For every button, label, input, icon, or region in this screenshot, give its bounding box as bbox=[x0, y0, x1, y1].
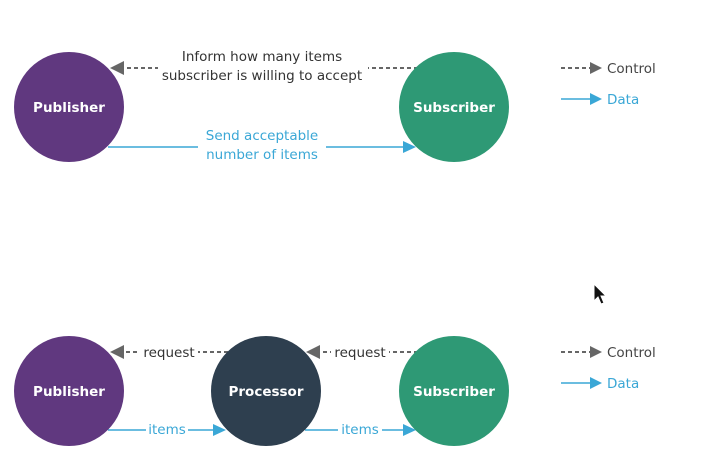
bottom-items-right-bg bbox=[338, 420, 382, 439]
bottom-subscriber-node bbox=[399, 336, 509, 446]
bottom-legend-data-arrowhead bbox=[590, 377, 602, 389]
top-control-arrowhead bbox=[110, 61, 124, 75]
bottom-items-left-bg bbox=[146, 420, 188, 439]
top-publisher-label: Publisher bbox=[33, 100, 105, 116]
top-data-text-line2: number of items bbox=[206, 147, 318, 163]
bottom-request-left-bg bbox=[140, 342, 198, 361]
bottom-items-right-arrowhead bbox=[403, 424, 416, 436]
top-diagram: Inform how many items subscriber is will… bbox=[14, 44, 509, 166]
bottom-items-right-label: items bbox=[341, 422, 379, 438]
top-legend-data-label: Data bbox=[607, 92, 639, 108]
bottom-request-right-bg bbox=[331, 342, 389, 361]
top-subscriber-label: Subscriber bbox=[413, 100, 495, 116]
top-legend: Control Data bbox=[561, 61, 656, 108]
bottom-legend-control-arrowhead bbox=[590, 346, 602, 358]
top-control-label-bg bbox=[158, 44, 368, 86]
top-subscriber-node bbox=[399, 52, 509, 162]
mouse-pointer-icon bbox=[593, 282, 608, 305]
bottom-items-left-label: items bbox=[148, 422, 186, 438]
top-legend-control-label: Control bbox=[607, 61, 656, 77]
top-legend-control-arrowhead bbox=[590, 62, 602, 74]
bottom-processor-node bbox=[211, 336, 321, 446]
bottom-request-right-arrowhead bbox=[306, 345, 320, 359]
top-legend-data-arrowhead bbox=[590, 93, 602, 105]
bottom-legend: Control Data bbox=[561, 345, 656, 392]
bottom-processor-label: Processor bbox=[229, 384, 304, 400]
top-data-text-line1: Send acceptable bbox=[206, 128, 318, 144]
bottom-publisher-node bbox=[14, 336, 124, 446]
bottom-request-left-label: request bbox=[143, 345, 194, 361]
bottom-items-left-arrowhead bbox=[213, 424, 226, 436]
top-control-text-line1: Inform how many items bbox=[182, 49, 342, 65]
bottom-legend-data-label: Data bbox=[607, 376, 639, 392]
bottom-diagram: request request items items Publisher Pr… bbox=[14, 336, 509, 446]
bottom-request-left-arrowhead bbox=[110, 345, 124, 359]
top-data-label-bg bbox=[198, 124, 326, 166]
top-control-text-line2: subscriber is willing to accept bbox=[162, 68, 362, 84]
bottom-subscriber-label: Subscriber bbox=[413, 384, 495, 400]
bottom-legend-control-label: Control bbox=[607, 345, 656, 361]
top-data-arrowhead bbox=[403, 141, 416, 153]
bottom-request-right-label: request bbox=[334, 345, 385, 361]
bottom-publisher-label: Publisher bbox=[33, 384, 105, 400]
top-publisher-node bbox=[14, 52, 124, 162]
